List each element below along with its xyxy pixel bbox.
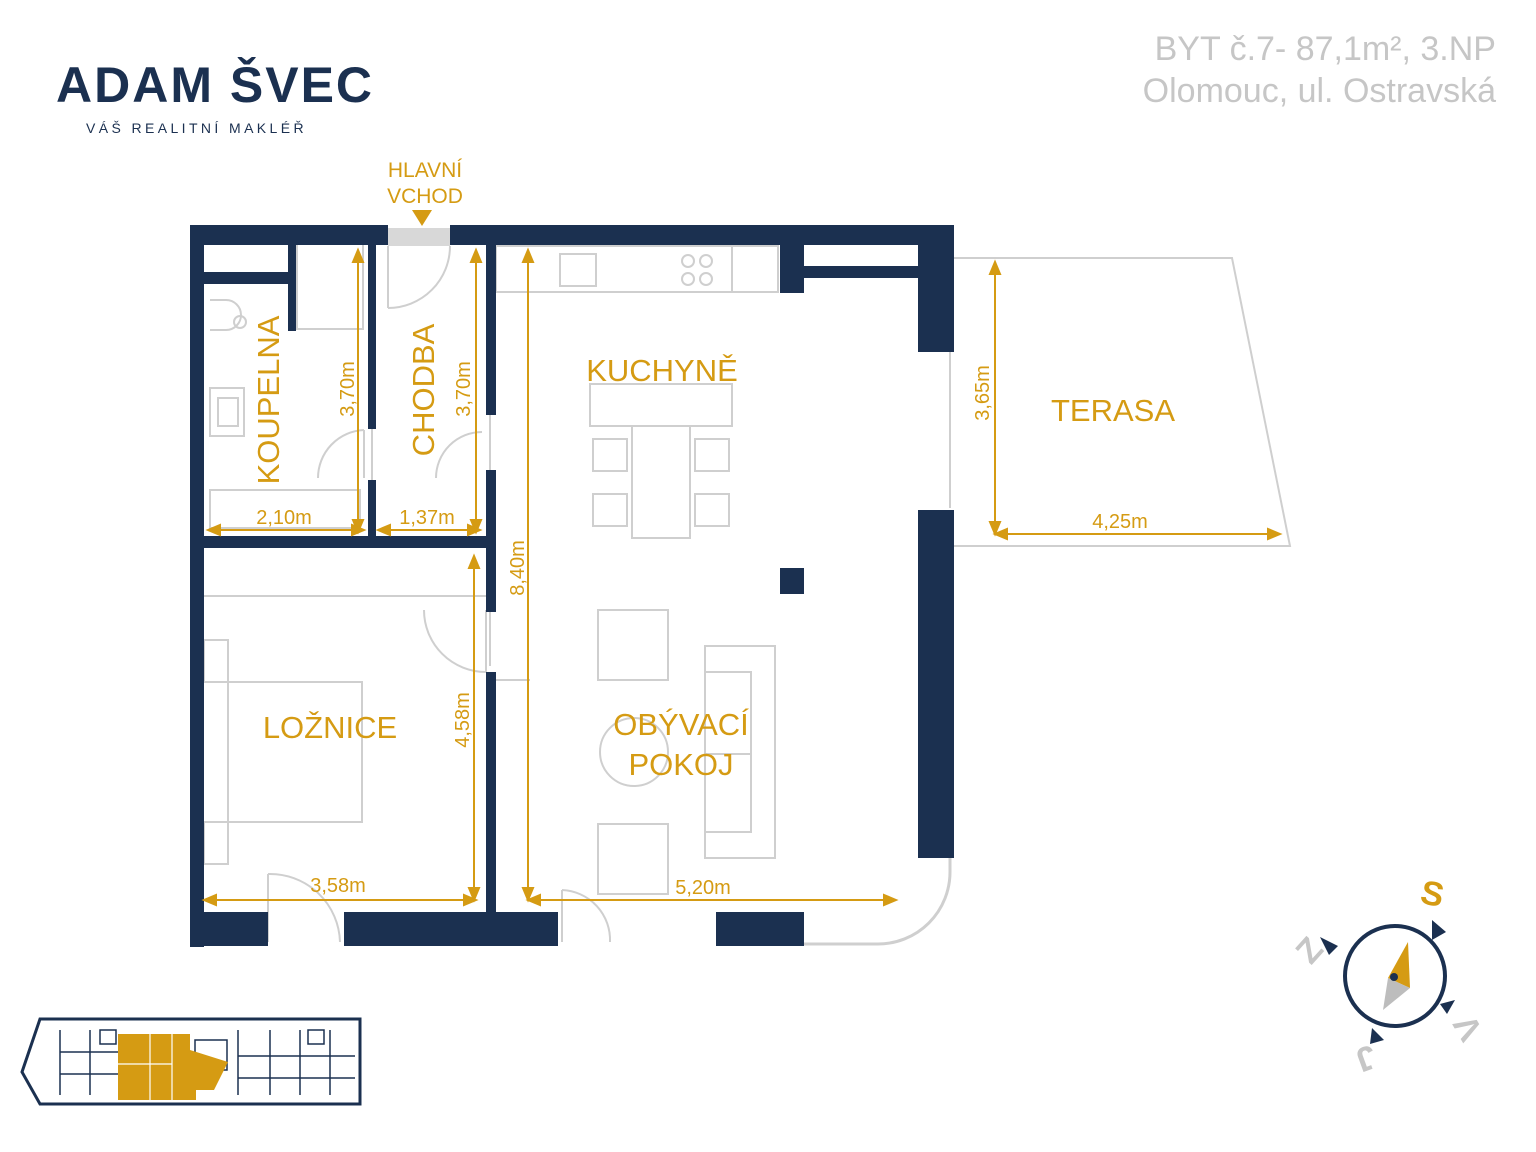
entrance-threshold	[388, 228, 450, 246]
compass-label-j: J	[1351, 1037, 1382, 1079]
compass-label-s: S	[1417, 873, 1447, 915]
compass: S Z V J	[1289, 873, 1491, 1079]
dim-obyvaci-height: 8,40m	[507, 540, 529, 596]
dim-koupelna-height: 3,70m	[337, 361, 359, 417]
entrance-label-line2: VCHOD	[387, 185, 463, 208]
room-label-kuchyne: KUCHYNĚ	[586, 353, 738, 388]
brand-logo-name: ADAM ŠVEC	[56, 57, 375, 113]
room-label-obyvaci-line1: OBÝVACÍ	[613, 707, 749, 742]
dim-chodba-height: 3,70m	[453, 361, 475, 417]
dim-obyvaci-width: 5,20m	[675, 877, 731, 899]
apartment-address: Olomouc, ul. Ostravská	[1142, 72, 1496, 110]
building-key-plan	[20, 1017, 362, 1106]
dim-terasa-height: 3,65m	[972, 365, 994, 421]
compass-label-v: V	[1446, 1008, 1490, 1047]
compass-ring	[1343, 924, 1447, 1028]
apartment-title: BYT č.7- 87,1m², 3.NP	[1154, 30, 1496, 68]
entrance-label-line1: HLAVNÍ	[388, 159, 462, 182]
dim-chodba-width: 1,37m	[399, 507, 455, 529]
brand-tagline: VÁŠ REALITNÍ MAKLÉŘ	[86, 120, 307, 136]
fixtures	[203, 242, 1292, 946]
room-label-obyvaci-line2: POKOJ	[628, 747, 733, 782]
room-label-terasa: TERASA	[1051, 393, 1175, 428]
room-label-chodba: CHODBA	[406, 323, 441, 456]
room-label-koupelna: KOUPELNA	[251, 315, 286, 484]
compass-needle-north-icon	[1383, 978, 1410, 1010]
dim-terasa-width: 4,25m	[1092, 511, 1148, 533]
highlighted-apartment	[118, 1034, 228, 1100]
compass-label-z: Z	[1289, 930, 1331, 971]
entrance-arrow-icon	[412, 210, 432, 226]
dim-loznice-height: 4,58m	[452, 692, 474, 748]
walls	[190, 225, 954, 947]
dim-koupelna-width: 2,10m	[256, 507, 312, 529]
dimension-lines	[201, 247, 1283, 907]
dim-loznice-width: 3,58m	[310, 875, 366, 897]
room-label-loznice: LOŽNICE	[263, 710, 397, 745]
